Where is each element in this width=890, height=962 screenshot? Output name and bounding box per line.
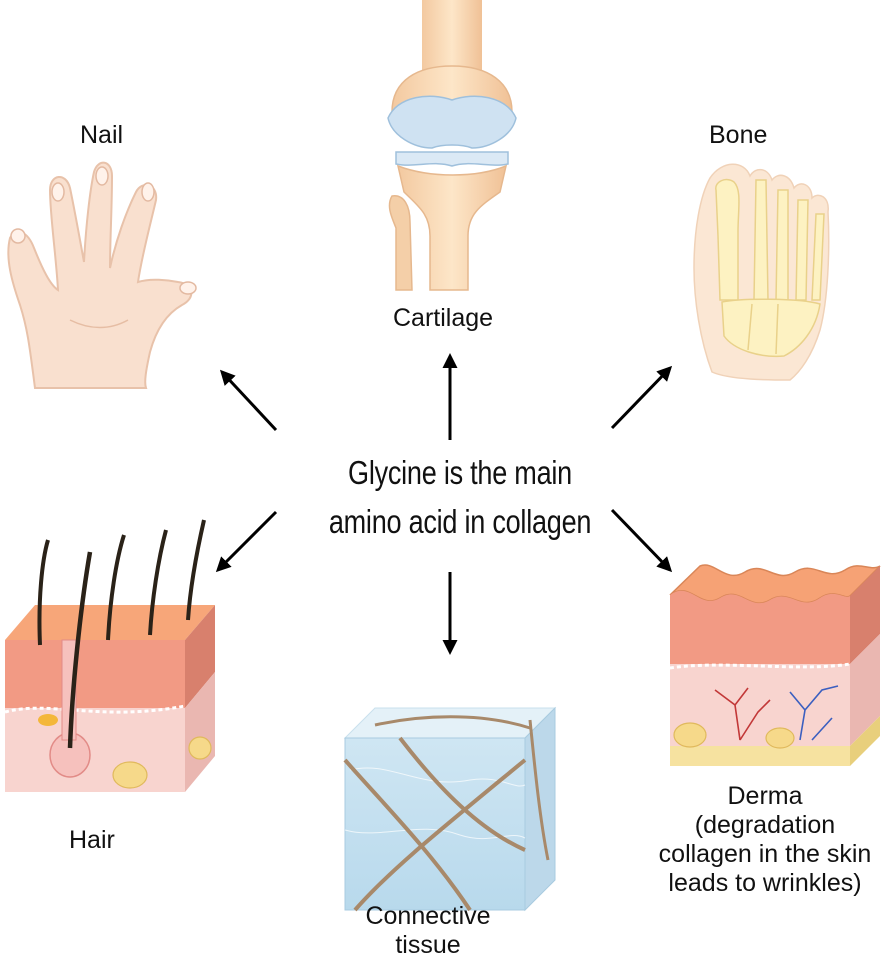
knee-joint-icon <box>387 0 517 291</box>
foot-bones-icon <box>693 163 830 381</box>
hair-skin-icon <box>4 519 215 792</box>
arrow-to-derma <box>610 508 673 573</box>
label-connective: Connective tissue <box>350 902 506 960</box>
label-cartilage: Cartilage <box>393 304 494 332</box>
label-derma-line2: (degradation <box>694 811 836 839</box>
label-hair: Hair <box>69 826 115 854</box>
connective-tissue-icon <box>343 706 557 912</box>
center-caption-line1: Glycine is the main <box>348 454 572 491</box>
center-caption: Glycine is the main amino acid in collag… <box>328 448 592 546</box>
label-connective-line2: tissue <box>395 931 461 959</box>
derma-skin-icon <box>669 564 881 766</box>
label-bone: Bone <box>709 121 768 149</box>
label-derma-line3: collagen in the skin <box>658 840 872 868</box>
center-caption-line2: amino acid in collagen <box>328 503 592 540</box>
label-derma-line4: leads to wrinkles) <box>668 869 862 897</box>
arrows <box>215 353 673 655</box>
arrow-to-bone <box>610 365 673 430</box>
label-connective-line1: Connective <box>365 902 491 930</box>
arrow-to-hair <box>215 510 278 573</box>
hand-icon <box>7 161 197 389</box>
arrow-to-nail <box>219 369 278 432</box>
label-derma: Derma (degradation collagen in the skin … <box>652 782 878 898</box>
label-derma-line1: Derma <box>727 782 803 810</box>
label-nail: Nail <box>80 121 124 149</box>
